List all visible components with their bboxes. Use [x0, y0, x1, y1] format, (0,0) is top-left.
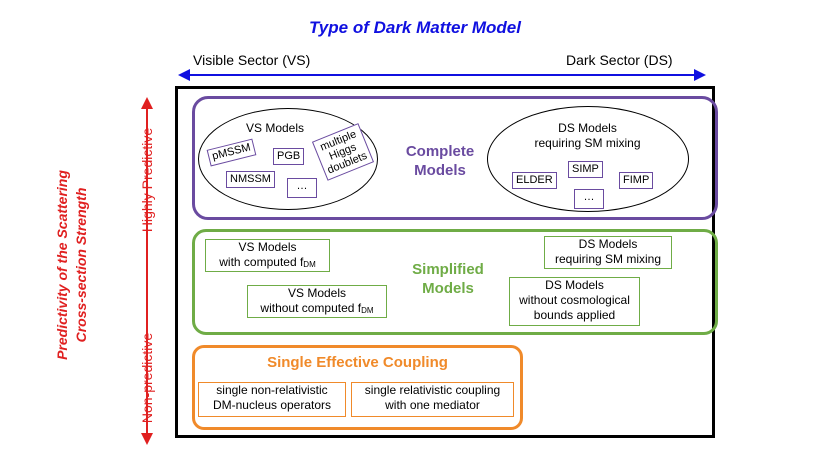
nonrel-line2: DM-nucleus operators	[212, 398, 332, 412]
vs-computed-line2: with computed f	[219, 255, 304, 269]
ds-models-ellipse	[487, 106, 689, 212]
rel-coupling-box: single relativistic coupling with one me…	[351, 382, 514, 417]
vs-not-computed-line2: without computed f	[260, 301, 362, 315]
highly-predictive-label: Highly Predictive	[139, 127, 155, 233]
rel-line1: single relativistic coupling	[364, 383, 501, 397]
dark-sector-label: Dark Sector (DS)	[566, 52, 673, 68]
ds-complete-heading-line2: requiring SM mixing	[534, 136, 641, 150]
complete-models-region	[192, 96, 718, 220]
complete-label-line1: Complete	[405, 143, 475, 160]
vs-models-ellipse	[198, 108, 378, 210]
diagram-title: Type of Dark Matter Model	[309, 18, 521, 37]
simplified-label-line1: Simplified	[412, 261, 484, 278]
y-axis-title-line1: Predictivity of the Scattering	[54, 170, 70, 360]
vs-computed-line1: VS Models	[238, 240, 297, 254]
nmssm-box: NMSSM	[226, 171, 275, 188]
vertical-double-arrow	[141, 97, 153, 445]
rel-line2: with one mediator	[385, 398, 480, 412]
horizontal-double-arrow	[178, 69, 706, 81]
simplified-models-label: Simplified Models	[395, 260, 501, 298]
vs-computed-box: VS Models with computed fDM	[205, 239, 330, 272]
vs-computed-sub: DM	[303, 260, 316, 269]
vs-not-computed-sub: DM	[361, 306, 374, 315]
non-predictive-label: Non-predictive	[139, 332, 155, 424]
simp-box: SIMP	[568, 161, 603, 178]
vs-not-computed-line1: VS Models	[287, 286, 347, 300]
ds-no-bounds-box: DS Models without cosmological bounds ap…	[509, 277, 640, 326]
single-coupling-region	[192, 345, 523, 430]
vs-more-box: …	[287, 178, 317, 198]
fimp-box: FIMP	[619, 172, 654, 189]
nonrel-operators-box: single non-relativistic DM-nucleus opera…	[198, 382, 346, 417]
complete-models-label: Complete Models	[385, 142, 495, 180]
ds-more-box: …	[574, 189, 604, 209]
ds-mixing-line1: DS Models	[578, 237, 638, 251]
simplified-label-line2: Models	[422, 280, 474, 297]
vs-not-computed-box: VS Models without computed fDM	[247, 285, 387, 318]
ds-complete-heading: DS Models requiring SM mixing	[515, 121, 660, 151]
ds-complete-heading-line1: DS Models	[558, 121, 617, 135]
main-frame	[175, 86, 715, 438]
ds-no-bounds-line3: bounds applied	[533, 308, 616, 322]
ds-mixing-box: DS Models requiring SM mixing	[544, 236, 672, 269]
nonrel-line1: single non-relativistic	[216, 383, 328, 397]
ds-mixing-line2: requiring SM mixing	[554, 252, 662, 266]
y-axis-title-line2: Cross-section Strength	[73, 187, 89, 343]
y-axis-title: Predictivity of the Scattering Cross-sec…	[24, 140, 120, 390]
vs-models-heading: VS Models	[246, 121, 305, 135]
single-coupling-label: Single Effective Coupling	[267, 354, 448, 371]
elder-box: ELDER	[512, 172, 557, 189]
complete-label-line2: Models	[414, 162, 466, 179]
ds-no-bounds-line1: DS Models	[545, 278, 604, 292]
simplified-models-region	[192, 229, 718, 335]
visible-sector-label: Visible Sector (VS)	[193, 52, 311, 68]
ds-no-bounds-line2: without cosmological	[519, 293, 630, 307]
pgb-box: PGB	[273, 148, 305, 165]
